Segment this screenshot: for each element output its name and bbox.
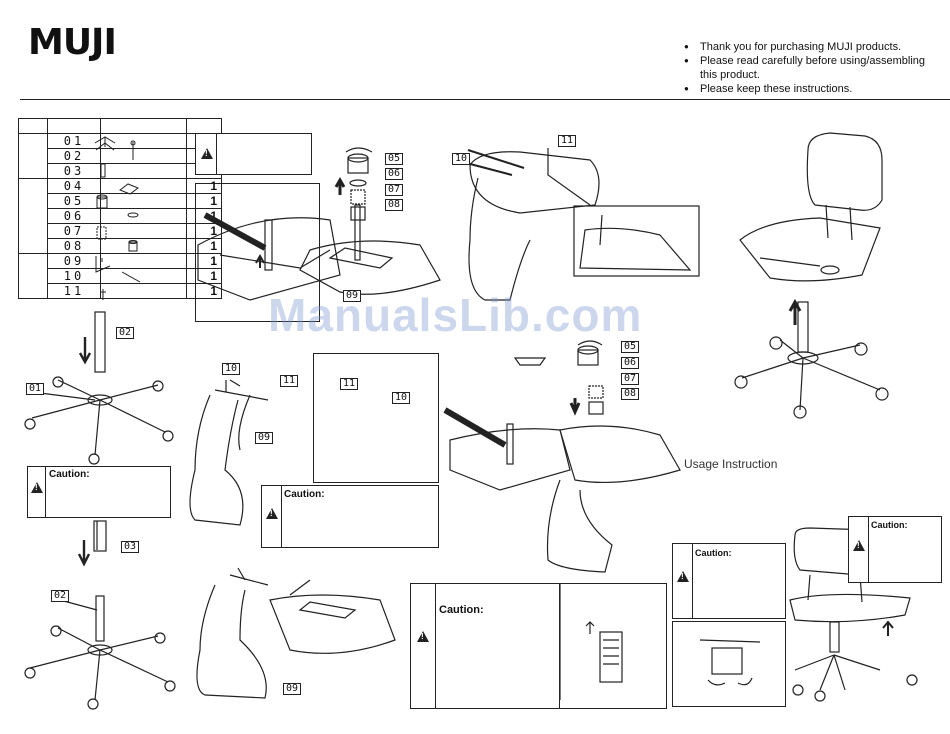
header-divider bbox=[20, 99, 950, 100]
caution-label: Caution: bbox=[49, 469, 90, 480]
base-cover-drawing bbox=[24, 520, 176, 710]
caution-label: Caution: bbox=[439, 604, 484, 616]
note-item: Thank you for purchasing MUJI products. bbox=[684, 40, 934, 54]
callout-11: 11 bbox=[340, 378, 359, 390]
caution-box-base: Caution: bbox=[27, 466, 171, 518]
callout-08: 08 bbox=[385, 199, 404, 211]
callout-11: 11 bbox=[558, 135, 577, 147]
callout-08: 08 bbox=[621, 388, 640, 400]
callout-09: 09 bbox=[255, 432, 274, 444]
callout-11: 11 bbox=[280, 375, 299, 387]
seat-detail-box bbox=[195, 183, 320, 322]
chair-assembled-drawing bbox=[734, 132, 889, 419]
callout-01: 01 bbox=[26, 383, 45, 395]
caution-box-usage-left: Caution: bbox=[672, 543, 786, 619]
caution-label: Caution: bbox=[695, 548, 732, 558]
watermark: ManualsLib.com bbox=[268, 289, 643, 341]
usage-instruction-heading: Usage Instruction bbox=[684, 457, 778, 471]
usage-detail-box bbox=[672, 621, 786, 707]
warning-icon bbox=[201, 148, 213, 159]
callout-06: 06 bbox=[385, 168, 404, 180]
part-number: 10 bbox=[47, 268, 101, 284]
parts-stack-drawing bbox=[334, 147, 373, 221]
part-thumbnails bbox=[94, 136, 141, 300]
callout-02: 02 bbox=[51, 590, 70, 602]
seat-bolt-drawing bbox=[443, 340, 681, 573]
callout-03: 03 bbox=[121, 541, 140, 553]
brand-logo: MUJI bbox=[28, 22, 117, 63]
callout-05: 05 bbox=[385, 153, 404, 165]
frame-pin-drawing bbox=[189, 379, 269, 526]
note-item: Please keep these instructions. bbox=[684, 82, 934, 96]
callout-06: 06 bbox=[621, 357, 640, 369]
chair-usage-drawing bbox=[699, 527, 918, 702]
part-number: 03 bbox=[47, 163, 101, 179]
caution-box-small bbox=[195, 133, 312, 175]
caution-box-height: Caution: bbox=[410, 583, 667, 709]
caution-label: Caution: bbox=[284, 489, 325, 500]
seat-frame-drawing bbox=[454, 148, 700, 301]
part-number: 11 bbox=[47, 283, 101, 299]
parts-table: 011 021 031 041 051 061 071 081 091 101 … bbox=[18, 118, 222, 299]
callout-10: 10 bbox=[452, 153, 471, 165]
warning-icon bbox=[417, 631, 429, 642]
height-adjust-drawing bbox=[559, 583, 623, 700]
callout-07: 07 bbox=[385, 184, 404, 196]
callout-10: 10 bbox=[222, 363, 241, 375]
callout-09: 09 bbox=[283, 683, 302, 695]
caution-box-usage-right: Caution: bbox=[848, 516, 942, 583]
callout-07: 07 bbox=[621, 373, 640, 385]
note-item: Please read carefully before using/assem… bbox=[684, 54, 934, 82]
warning-icon bbox=[266, 508, 278, 519]
notes-list: Thank you for purchasing MUJI products. … bbox=[684, 40, 934, 96]
callout-02: 02 bbox=[116, 327, 135, 339]
warning-icon bbox=[853, 540, 865, 551]
pin-detail-box bbox=[313, 353, 439, 483]
warning-icon bbox=[677, 571, 689, 582]
callout-05: 05 bbox=[621, 341, 640, 353]
base-gas-lift-drawing bbox=[24, 311, 174, 465]
table-header-row bbox=[18, 118, 222, 134]
callout-10: 10 bbox=[392, 392, 411, 404]
caution-box-frame: Caution: bbox=[261, 485, 439, 548]
warning-icon bbox=[31, 482, 43, 493]
frame-plate-drawing bbox=[196, 567, 396, 699]
callout-09: 09 bbox=[343, 290, 362, 302]
caution-label: Caution: bbox=[871, 520, 908, 530]
